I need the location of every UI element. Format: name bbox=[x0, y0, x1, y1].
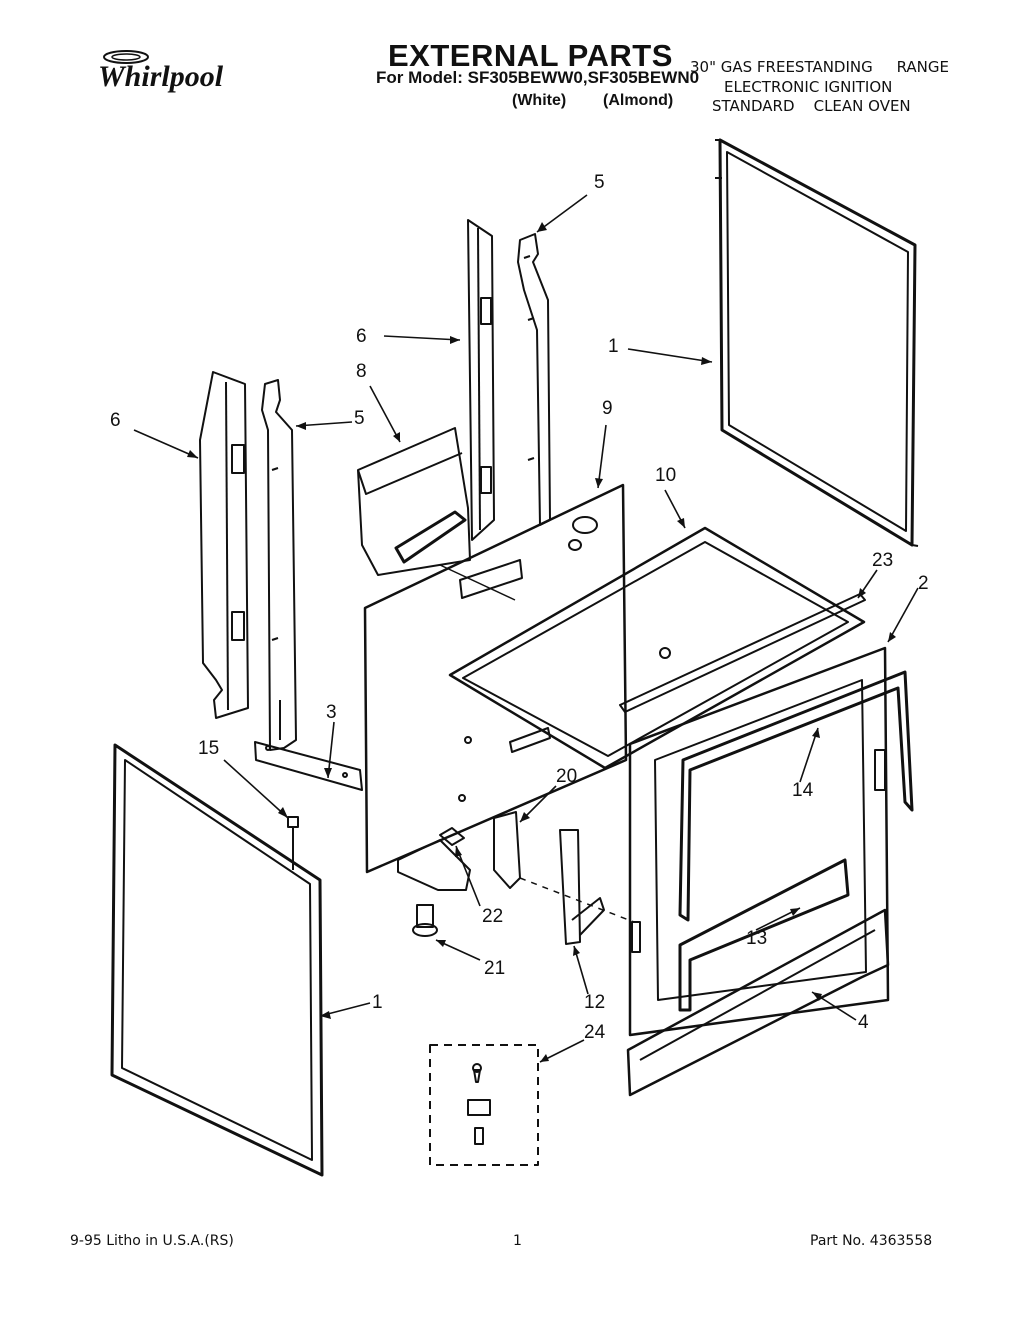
callout-9: 9 bbox=[602, 398, 613, 419]
footer-litho: 9-95 Litho in U.S.A.(RS) bbox=[70, 1233, 234, 1249]
page-title: EXTERNAL PARTS bbox=[388, 38, 673, 73]
variant-white: (White) bbox=[512, 92, 567, 109]
front-frame-rail-right bbox=[467, 219, 495, 541]
kickplate bbox=[626, 908, 890, 1097]
description-line-2: ELECTRONIC IGNITION bbox=[724, 78, 893, 96]
callout-15: 15 bbox=[198, 738, 220, 759]
leader-lines bbox=[133, 194, 919, 1063]
lower-bracket bbox=[254, 741, 363, 791]
side-rail-right bbox=[517, 233, 551, 526]
model-line: For Model: SF305BEWW0,SF305BEWN0 bbox=[376, 68, 700, 87]
side-panel-right bbox=[715, 138, 919, 547]
cooktop-tray bbox=[448, 526, 866, 770]
callout-1-lower: 1 bbox=[372, 992, 383, 1013]
callout-22: 22 bbox=[482, 906, 504, 927]
footer-page-number: 1 bbox=[513, 1233, 522, 1249]
callout-5-left: 5 bbox=[354, 408, 365, 429]
leveling-leg bbox=[412, 904, 438, 937]
leveling-leg-clip bbox=[439, 827, 465, 846]
callout-5-upper: 5 bbox=[594, 172, 605, 193]
whirlpool-logo-icon: Whirlpool bbox=[98, 50, 224, 93]
callout-20: 20 bbox=[556, 766, 578, 787]
callout-12: 12 bbox=[584, 992, 606, 1013]
callout-13: 13 bbox=[746, 928, 768, 949]
front-frame bbox=[628, 646, 890, 1037]
callout-2: 2 bbox=[918, 573, 929, 594]
description-line-3: STANDARD CLEAN OVEN bbox=[712, 97, 911, 115]
front-frame-rail-left bbox=[199, 371, 249, 719]
side-panel-left bbox=[110, 743, 324, 1177]
variant-almond: (Almond) bbox=[603, 92, 674, 109]
leader-arrowheads bbox=[187, 222, 896, 1062]
callout-8: 8 bbox=[356, 361, 367, 382]
callout-1-upper: 1 bbox=[608, 336, 619, 357]
rear-panel bbox=[363, 483, 628, 874]
callout-21: 21 bbox=[484, 958, 506, 979]
description-line-1: 30" GAS FREESTANDING RANGE bbox=[690, 58, 949, 76]
callout-3: 3 bbox=[326, 702, 337, 723]
callout-6-upper: 6 bbox=[356, 326, 367, 347]
door-gasket bbox=[678, 670, 914, 922]
footer-part-number: Part No. 4363558 bbox=[810, 1233, 933, 1249]
callout-6-left: 6 bbox=[110, 410, 121, 431]
bottom-channel bbox=[397, 839, 471, 891]
hardware-kit-box bbox=[429, 1044, 539, 1166]
brand-wordmark: Whirlpool bbox=[98, 60, 224, 93]
door-hinge bbox=[559, 829, 605, 945]
callout-24: 24 bbox=[584, 1022, 606, 1043]
callout-23: 23 bbox=[872, 550, 894, 571]
callout-14: 14 bbox=[792, 780, 814, 801]
vent-duct bbox=[357, 427, 471, 576]
callout-10: 10 bbox=[655, 465, 677, 486]
callout-4: 4 bbox=[858, 1012, 869, 1033]
trim-strip bbox=[619, 593, 866, 713]
heat-shield bbox=[493, 811, 521, 889]
side-rail-left bbox=[261, 379, 297, 751]
drawer-trim bbox=[678, 858, 850, 1012]
